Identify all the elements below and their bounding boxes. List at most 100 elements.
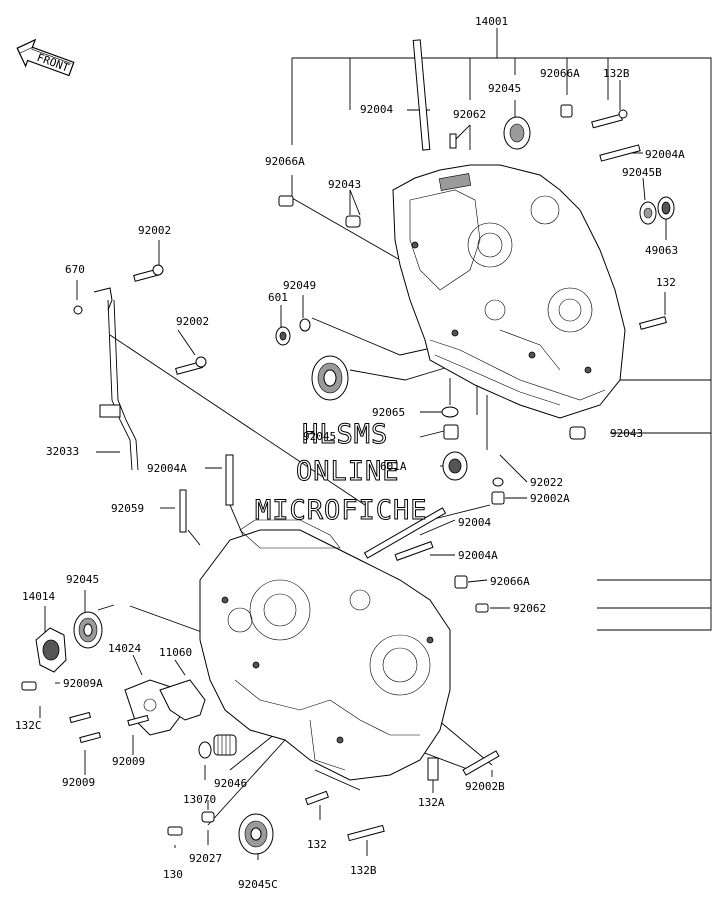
washer-92022 (492, 477, 504, 487)
plate-14014 (35, 627, 67, 673)
part-label[interactable]: 92062 (513, 602, 546, 615)
part-label[interactable]: 92002B (465, 780, 505, 793)
bearing-92045b (639, 201, 657, 225)
stud-92004a-mid (225, 454, 234, 506)
bearing-92045-left (73, 611, 103, 649)
dipstick-32033 (93, 287, 139, 471)
collar-92027 (201, 811, 215, 823)
part-label[interactable]: 14014 (22, 590, 55, 603)
bolt-132b-upper (591, 109, 628, 129)
bolt-92002a (491, 491, 505, 505)
stud-92004a-right (599, 144, 641, 162)
part-label[interactable]: 92009 (62, 776, 95, 789)
part-label[interactable]: 132B (350, 864, 377, 877)
pin-92059 (179, 489, 187, 533)
gasket-11060 (159, 679, 206, 721)
plug-92066a-upper (278, 104, 573, 207)
part-label[interactable]: 92066A (540, 67, 580, 80)
bolt-132-right (639, 316, 667, 330)
part-label[interactable]: 92045 (66, 573, 99, 586)
seal-49063 (657, 196, 675, 220)
part-label[interactable]: 132 (307, 838, 327, 851)
part-label[interactable]: 92065 (372, 406, 405, 419)
bolt-132c (21, 681, 37, 691)
watermark: HLSMS ONLINE MICROFICHE (255, 419, 428, 527)
part-label[interactable]: 601 (268, 291, 288, 304)
part-label[interactable]: 92062 (453, 108, 486, 121)
part-label[interactable]: 92009 (112, 755, 145, 768)
part-label[interactable]: 92043 (328, 178, 361, 191)
part-label[interactable]: 670 (65, 263, 85, 276)
part-label[interactable]: 92002 (138, 224, 171, 237)
screw-92009a (69, 711, 92, 724)
part-label[interactable]: 132B (603, 67, 630, 80)
watermark-line2: ONLINE (296, 456, 400, 487)
pin-92062-upper (449, 133, 457, 149)
bearing-601a (442, 451, 468, 481)
bearing-92045-center (311, 355, 349, 401)
part-label[interactable]: 92066A (265, 155, 305, 168)
bolt-92002-mid (175, 356, 207, 375)
part-label[interactable]: 92045 (303, 430, 336, 443)
washer-92049 (299, 318, 311, 332)
part-label[interactable]: 92022 (530, 476, 563, 489)
part-label[interactable]: 92045B (622, 166, 662, 179)
stud-92004-upper (412, 39, 431, 151)
screw-92009-center (127, 714, 150, 727)
upper-crankcase (392, 164, 626, 419)
part-label[interactable]: 49063 (645, 244, 678, 257)
collar-13070 (198, 741, 212, 759)
bearing-601 (275, 326, 291, 346)
washer-92065 (441, 406, 459, 418)
pin-92062-lower (475, 603, 489, 613)
part-label[interactable]: 92049 (283, 279, 316, 292)
bolt-132a (427, 757, 439, 781)
needle-bearing-92046 (213, 734, 237, 756)
part-label[interactable]: 92004A (147, 462, 187, 475)
part-label[interactable]: 132C (15, 719, 42, 732)
part-label[interactable]: 92004 (360, 103, 393, 116)
bolt-92002b (462, 750, 500, 776)
part-label[interactable]: 130 (163, 868, 183, 881)
part-label[interactable]: 92004A (645, 148, 685, 161)
bearing-92045c (238, 813, 274, 855)
plug-92066a-lower (454, 575, 468, 589)
part-label[interactable]: 92059 (111, 502, 144, 515)
part-label[interactable]: 92004A (458, 549, 498, 562)
part-label[interactable]: 92004 (458, 516, 491, 529)
part-label[interactable]: 92066A (490, 575, 530, 588)
part-label[interactable]: 11060 (159, 646, 192, 659)
part-label[interactable]: 601A (380, 460, 407, 473)
part-labels: 14001 92066A 132B 92045 92062 92004 9200… (15, 15, 685, 891)
part-label[interactable]: 92045C (238, 878, 278, 891)
part-label[interactable]: 92002 (176, 315, 209, 328)
part-label[interactable]: 92046 (214, 777, 247, 790)
bolt-130 (167, 826, 183, 836)
part-label[interactable]: 132 (656, 276, 676, 289)
watermark-line3: MICROFICHE (255, 495, 428, 526)
part-label[interactable]: 92027 (189, 852, 222, 865)
part-label[interactable]: 14024 (108, 642, 141, 655)
part-label[interactable]: 14001 (475, 15, 508, 28)
bolt-132b-lower (347, 824, 385, 842)
bolt-132-lower (304, 790, 330, 806)
part-label[interactable]: 13070 (183, 793, 216, 806)
part-label[interactable]: 92043 (610, 427, 643, 440)
part-label[interactable]: 132A (418, 796, 445, 809)
dowel-92043-upper (345, 215, 361, 228)
screw-92009-left (79, 731, 102, 744)
front-arrow-icon: FRONT (16, 38, 75, 77)
lower-crankcase (199, 519, 451, 781)
bolt-92002-top (133, 264, 164, 282)
part-label[interactable]: 92009A (63, 677, 103, 690)
dowel-92043-right (569, 426, 586, 440)
watermark-line1: HLSMS (302, 419, 388, 450)
part-label[interactable]: 92002A (530, 492, 570, 505)
stud-92004-lower (363, 507, 447, 559)
part-label[interactable]: 92045 (488, 82, 521, 95)
bearing-92045-upper (503, 116, 531, 150)
part-label[interactable]: 32033 (46, 445, 79, 458)
stud-92004a-lower (394, 541, 434, 561)
